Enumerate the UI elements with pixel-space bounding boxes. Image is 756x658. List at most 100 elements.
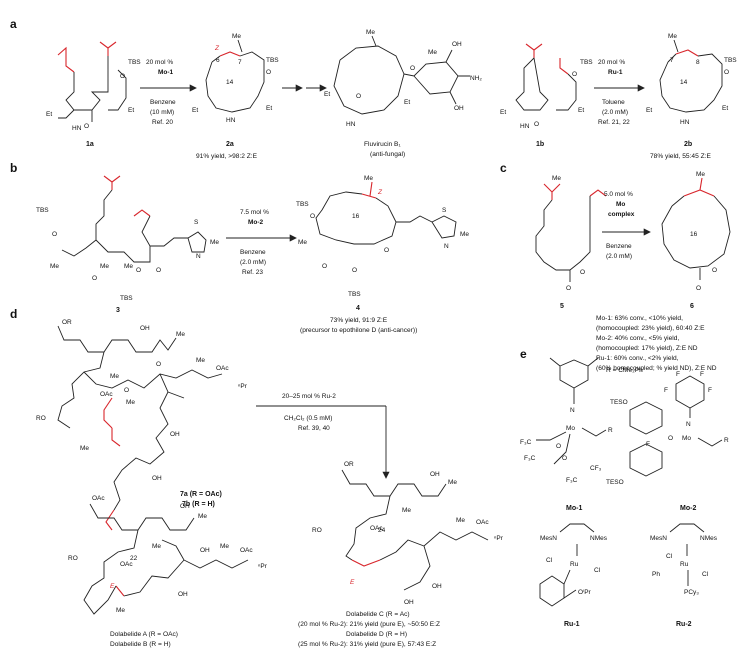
svg-text:E: E [350, 579, 355, 586]
caption-dolabelide-a: Dolabelide A (R = OAc) [110, 631, 178, 638]
svg-text:Ref. 39, 40: Ref. 39, 40 [298, 425, 330, 432]
svg-text:O: O [266, 69, 271, 76]
svg-text:OH: OH [140, 325, 150, 332]
svg-text:HN: HN [72, 125, 82, 132]
r-definition: R = CMe₂Ph [606, 367, 643, 374]
svg-text:CF₃: CF₃ [590, 465, 602, 472]
svg-text:Me: Me [50, 263, 59, 270]
svg-text:OAc: OAc [240, 547, 253, 554]
svg-text:Me: Me [152, 543, 161, 550]
svg-text:Benzene: Benzene [150, 99, 176, 106]
svg-text:Et: Et [266, 105, 272, 112]
svg-text:Me: Me [126, 399, 135, 406]
svg-text:(2.0 mM): (2.0 mM) [602, 109, 628, 116]
svg-text:Me: Me [696, 171, 705, 178]
svg-text:Me: Me [80, 445, 89, 452]
fluvirucin-b1-structure: Me O OH NH₂ OH Me Et Et HN O [324, 29, 482, 128]
svg-text:O: O [580, 269, 585, 276]
svg-text:O: O [120, 73, 125, 80]
svg-text:Me: Me [176, 331, 185, 338]
svg-text:Et: Et [578, 107, 584, 114]
ring-size-right: 24 [378, 527, 386, 534]
svg-text:20 mol %: 20 mol % [146, 59, 173, 66]
panel-a: TBS O Et Et O HN 1a 20 mol % Mo-1 Benzen… [46, 29, 737, 160]
svg-text:20–25 mol % Ru-2: 20–25 mol % Ru-2 [282, 393, 336, 400]
label-7a: 7a (R = OAc) [180, 491, 222, 498]
svg-text:O: O [356, 93, 361, 100]
svg-text:(10 mM): (10 mM) [150, 109, 174, 116]
svg-text:Me: Me [460, 231, 469, 238]
svg-text:Me: Me [220, 543, 229, 550]
svg-text:RO: RO [312, 527, 322, 534]
svg-text:Me: Me [448, 479, 457, 486]
svg-text:TBS: TBS [36, 207, 49, 214]
svg-text:Et: Et [192, 107, 198, 114]
svg-text:OH: OH [454, 105, 464, 112]
svg-text:F: F [708, 387, 712, 394]
dolabelide-cd-structure: OR OH Me Me OAc RO 24 E OH OH Me OAc ⁿPr [312, 461, 504, 606]
label-6: 6 [690, 303, 694, 310]
caption-dolabelide-c: Dolabelide C (R = Ac) [346, 611, 410, 618]
svg-text:TESO: TESO [606, 479, 624, 486]
svg-text:Me: Me [456, 517, 465, 524]
svg-text:Me: Me [298, 239, 307, 246]
panel-label-b: b [10, 161, 17, 175]
svg-text:OH: OH [178, 591, 188, 598]
svg-text:Mo-1: Mo-1 [158, 69, 174, 76]
svg-text:O: O [84, 123, 89, 130]
compound-2a-structure: Me Z 6 7 14 TBS O Et Et HN [192, 33, 279, 124]
svg-text:F₃C: F₃C [524, 455, 536, 462]
svg-text:TBS: TBS [580, 59, 593, 66]
svg-text:Me: Me [366, 29, 375, 36]
svg-text:OAc: OAc [100, 391, 113, 398]
svg-text:Ph: Ph [652, 571, 660, 578]
svg-text:HN: HN [346, 121, 356, 128]
svg-text:6: 6 [216, 57, 220, 64]
svg-text:O: O [52, 231, 57, 238]
label-2b: 2b [684, 141, 692, 148]
compound-6-structure: Me 16 O O [661, 171, 731, 292]
svg-text:CH₂Cl₂ (0.5 mM): CH₂Cl₂ (0.5 mM) [284, 415, 332, 422]
svg-text:Me: Me [402, 507, 411, 514]
svg-text:O: O [572, 71, 577, 78]
svg-text:O: O [124, 387, 129, 394]
svg-text:O: O [156, 267, 161, 274]
svg-text:(2.0 mM): (2.0 mM) [240, 259, 266, 266]
svg-text:R: R [608, 427, 613, 434]
yield-4: 73% yield, 91:9 Z:E [330, 317, 388, 324]
compound-7-structure: OR OH Me Me O OAc O Me OAc ⁿPr RO Me Me … [36, 319, 248, 531]
svg-text:O: O [566, 285, 571, 292]
panel-label-e: e [520, 347, 527, 361]
label-5: 5 [560, 303, 564, 310]
svg-text:S: S [194, 219, 199, 226]
svg-text:TESO: TESO [610, 399, 628, 406]
svg-text:HN: HN [520, 123, 530, 130]
catalyst-mo2-structure: F F F F N Mo R TESO TESO F O [606, 371, 729, 486]
svg-text:TBS: TBS [120, 295, 133, 302]
svg-text:Et: Et [324, 91, 330, 98]
note-4: (precursor to epothilone D (anti-cancer)… [300, 327, 417, 334]
svg-text:(homocoupled: 17% yield), Z:E: (homocoupled: 17% yield), Z:E ND [596, 345, 698, 352]
compound-1b-structure: TBS O Et Et HN O [500, 43, 593, 130]
svg-text:Cl: Cl [702, 571, 709, 578]
svg-text:Benzene: Benzene [606, 243, 632, 250]
caption-dolabelide-b: Dolabelide B (R = H) [110, 641, 171, 648]
catalyst-ru2-structure: MesN NMes Ru Cl Cl Ph PCy₃ [650, 523, 718, 596]
svg-text:OR: OR [344, 461, 354, 468]
panel-c: Me O O 5 5.0 mol % Mo complex Benzene (2… [535, 171, 731, 372]
svg-text:Et: Et [128, 107, 134, 114]
svg-text:Ref. 23: Ref. 23 [242, 269, 263, 276]
svg-text:OH: OH [430, 471, 440, 478]
svg-text:O: O [136, 267, 141, 274]
svg-text:OH: OH [152, 475, 162, 482]
svg-text:O: O [556, 443, 561, 450]
svg-text:Ru: Ru [570, 561, 579, 568]
panel-b: TBS O Me Me Me O TBS O O S N Me 3 7.5 mo… [36, 175, 469, 334]
svg-text:N: N [196, 253, 201, 260]
svg-text:Me: Me [668, 33, 677, 40]
svg-text:F: F [676, 371, 680, 378]
svg-text:R: R [724, 437, 729, 444]
svg-text:F: F [664, 387, 668, 394]
svg-text:TBS: TBS [724, 57, 737, 64]
svg-text:Me: Me [124, 263, 133, 270]
